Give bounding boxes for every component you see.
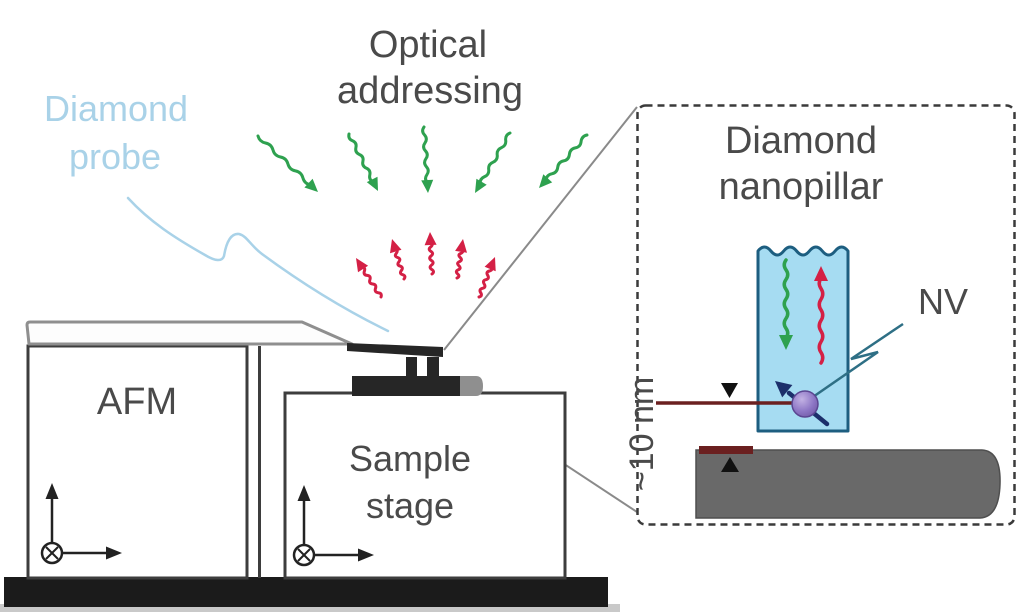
sample-stage-label-line2: stage xyxy=(366,485,454,526)
excitation-arrows xyxy=(256,125,589,193)
pillar-emission-arrow xyxy=(814,266,828,365)
afm-label: AFM xyxy=(97,381,177,423)
pillar-photon-arrows xyxy=(779,258,828,365)
nv-leader-line xyxy=(809,322,904,401)
diamond-probe-label-line2: probe xyxy=(69,136,161,177)
diamond-probe-label-line1: Diamond xyxy=(44,88,188,129)
diamond-probe-leader-line xyxy=(126,196,390,333)
inset-title-line2: nanopillar xyxy=(719,166,884,208)
measure-arrow-up xyxy=(721,457,739,472)
nv-label: NV xyxy=(918,281,968,322)
optical-addressing-label-line2: addressing xyxy=(337,70,523,112)
excitation-arrow xyxy=(421,125,434,193)
excitation-arrow xyxy=(347,132,378,191)
sample-plate-end xyxy=(460,376,483,396)
cantilever-arm xyxy=(347,343,443,357)
inset-connector-top-line xyxy=(443,106,638,351)
pillar-excitation-arrow xyxy=(779,258,793,350)
emission-arrow xyxy=(454,239,467,280)
excitation-arrow xyxy=(539,133,589,188)
excitation-arrow xyxy=(256,134,318,192)
optical-addressing-label-line1: Optical xyxy=(369,24,487,66)
sample-plate xyxy=(352,376,462,396)
surface-reference-tick xyxy=(699,446,753,454)
emission-arrow xyxy=(356,258,383,299)
base-shadow xyxy=(0,604,620,612)
afm-box xyxy=(26,344,249,580)
nv-center-sphere xyxy=(791,390,819,418)
measure-arrow-down xyxy=(721,383,738,398)
excitation-arrow xyxy=(475,131,512,193)
sample-stage-label-line1: Sample xyxy=(349,438,471,479)
afm-head-lid xyxy=(25,320,354,346)
optical-table-base xyxy=(4,577,608,607)
nv-spin-arrow-head xyxy=(775,381,793,398)
emission-arrow xyxy=(477,257,496,299)
nv-depth-label: ~10 nm xyxy=(623,377,661,491)
emission-arrows xyxy=(356,232,496,299)
probe-post-right xyxy=(427,357,439,376)
probe-post-left xyxy=(406,357,417,376)
emission-arrow xyxy=(424,232,437,276)
sample-stage-box xyxy=(283,391,567,580)
substrate-slab xyxy=(695,449,1001,519)
emission-arrow xyxy=(390,239,407,281)
inset-title-line1: Diamond xyxy=(725,120,877,162)
